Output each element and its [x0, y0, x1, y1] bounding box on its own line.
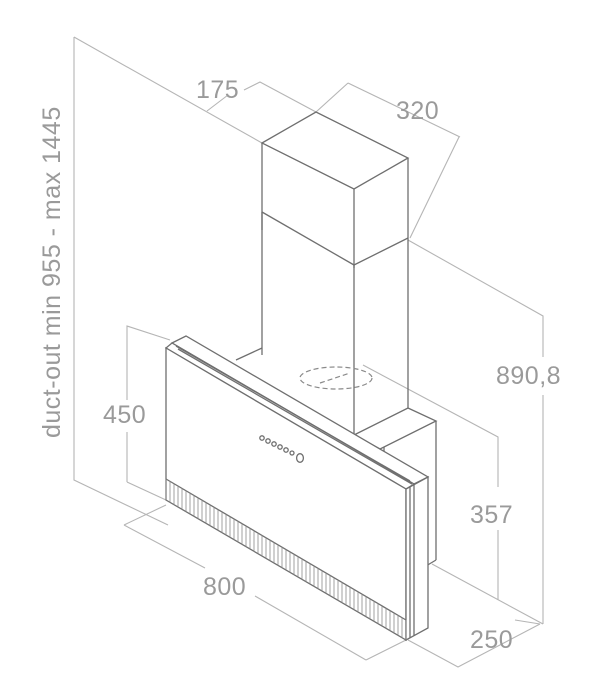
control-buttons	[259, 435, 305, 463]
button-icon	[289, 450, 295, 456]
chimney-depth-label: 175	[196, 76, 240, 104]
total-height-label: 890,8	[496, 362, 562, 390]
power-button-icon	[295, 453, 305, 463]
panel-height-label: 450	[103, 401, 147, 429]
button-icon	[265, 438, 271, 444]
dimension-lines	[73, 36, 544, 668]
glass-panel	[164, 335, 430, 642]
depth-label: 250	[470, 626, 514, 654]
body-height-label: 357	[470, 501, 514, 529]
chimney	[260, 111, 410, 435]
width-label: 800	[203, 573, 247, 601]
button-icon	[277, 444, 283, 450]
grille	[165, 479, 407, 640]
exhaust-outlet-inner	[319, 372, 351, 384]
duct-height-label: duct-out min 955 - max 1445	[38, 106, 66, 438]
button-icon	[271, 441, 277, 447]
chimney-width-label: 320	[396, 97, 440, 125]
button-icon	[283, 447, 289, 453]
exhaust-outlet-icon	[299, 366, 373, 390]
button-icon	[259, 435, 265, 441]
